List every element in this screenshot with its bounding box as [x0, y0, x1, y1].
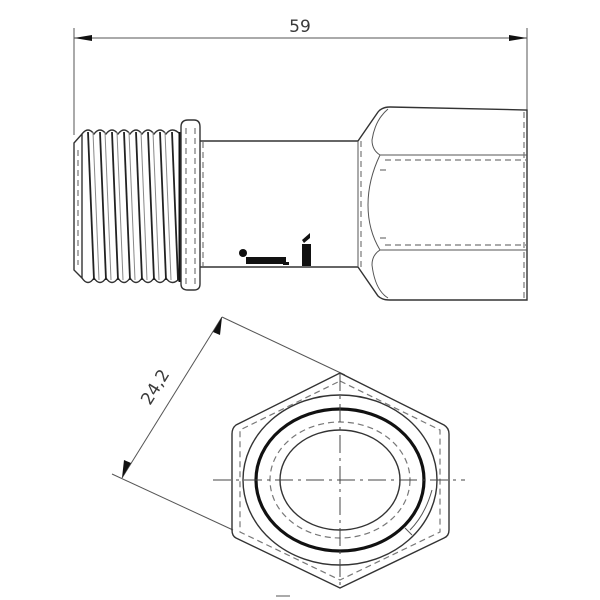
across-flats-dimension: 24,2 [111, 316, 346, 531]
end-view [213, 372, 465, 597]
male-thread [73, 129, 182, 284]
body [200, 140, 362, 268]
collar [180, 119, 204, 291]
extension-line-top [221, 316, 346, 376]
length-dimension: 59 [73, 17, 528, 135]
arrowhead-right-icon [509, 35, 527, 41]
arrowhead-top-icon [213, 317, 222, 335]
dimension-line-diagonal [121, 316, 223, 479]
length-dimension-label: 59 [289, 17, 311, 37]
extension-line-bottom [111, 473, 234, 531]
marking-icon [239, 233, 311, 266]
arrowhead-left-icon [74, 35, 92, 41]
hexagon [231, 372, 450, 589]
arrowhead-bottom-icon [122, 460, 131, 478]
hex-nut-side [357, 106, 528, 301]
side-view [73, 106, 528, 301]
